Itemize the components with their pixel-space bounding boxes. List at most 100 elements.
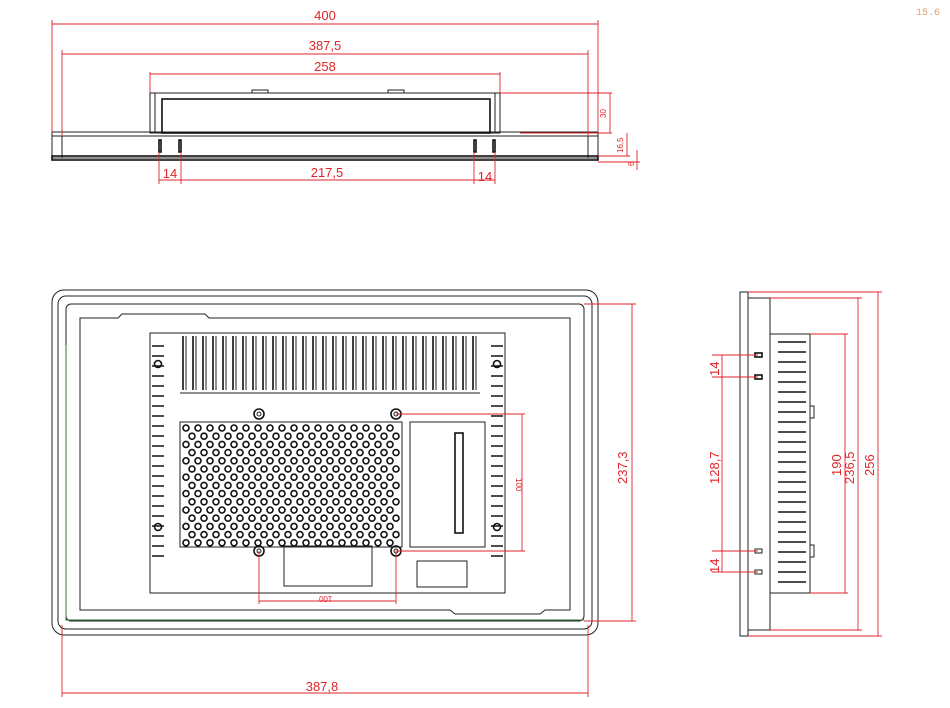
vent-hole xyxy=(242,424,250,432)
vent-hole xyxy=(248,514,256,523)
vent-hole xyxy=(320,448,328,457)
vent-hole xyxy=(338,456,346,465)
vent-hole xyxy=(212,514,220,523)
vent-hole xyxy=(362,506,370,514)
vent-hole xyxy=(320,497,328,506)
vent-hole xyxy=(272,481,280,490)
vent-hole xyxy=(386,538,394,547)
vent-hole xyxy=(332,514,340,523)
vent-hole xyxy=(188,497,196,506)
vent-hole xyxy=(194,440,202,449)
vent-hole xyxy=(248,448,256,457)
vent-hole xyxy=(242,440,250,449)
vent-hole xyxy=(194,506,202,514)
vent-hole xyxy=(320,432,328,441)
vent-hole xyxy=(386,440,394,449)
vent-hole xyxy=(278,489,286,498)
rear-view-panel xyxy=(79,313,571,615)
vent-hole xyxy=(344,481,352,490)
vent-hole xyxy=(386,456,394,465)
vent-hole xyxy=(260,465,268,473)
vent-hole xyxy=(314,440,322,449)
vent-hole xyxy=(266,538,274,547)
vent-hole xyxy=(200,432,208,441)
vent-hole xyxy=(212,465,220,473)
vent-hole xyxy=(206,538,214,547)
vent-hole xyxy=(254,456,262,465)
vent-hole xyxy=(284,432,292,441)
vent-hole xyxy=(284,465,292,473)
rear-view-vent-area xyxy=(179,421,403,548)
vent-hole xyxy=(278,506,286,514)
dim-height-overall-side: 256 xyxy=(862,454,877,476)
vent-hole xyxy=(386,522,394,531)
vent-hole xyxy=(218,456,226,465)
vent-hole xyxy=(254,424,262,432)
vent-hole xyxy=(386,473,394,482)
vent-hole xyxy=(254,506,262,514)
vent-hole xyxy=(182,456,190,465)
screw-icon xyxy=(153,359,163,369)
vent-hole xyxy=(356,530,364,539)
vent-hole xyxy=(182,522,190,531)
vent-hole xyxy=(296,530,304,539)
vent-hole xyxy=(374,456,382,465)
top-view-slot xyxy=(158,139,162,153)
vent-hole xyxy=(344,465,352,473)
vent-hole xyxy=(206,489,214,498)
vent-hole xyxy=(242,456,250,465)
vent-hole xyxy=(206,506,214,514)
vent-hole xyxy=(314,522,322,531)
vent-hole xyxy=(218,506,226,514)
dim-height-housing: 30 xyxy=(599,109,608,118)
rear-view-top-fins xyxy=(180,336,480,394)
dim-mount-spacing: 217,5 xyxy=(311,165,344,180)
vent-hole xyxy=(242,522,250,531)
vent-hole xyxy=(248,497,256,506)
vent-hole xyxy=(392,448,400,457)
vent-hole xyxy=(392,465,400,473)
vent-hole xyxy=(206,424,214,432)
dim-width-bottom: 387,8 xyxy=(306,679,339,694)
side-view-fins xyxy=(778,341,806,583)
vent-hole xyxy=(296,465,304,473)
vent-hole xyxy=(272,448,280,457)
vent-hole xyxy=(320,481,328,490)
vent-hole xyxy=(230,424,238,432)
vent-hole xyxy=(236,530,244,539)
vent-hole xyxy=(350,522,358,531)
vent-hole xyxy=(380,465,388,473)
rear-view-port xyxy=(416,560,468,588)
vent-hole xyxy=(194,424,202,432)
side-view-glass xyxy=(739,291,749,637)
vent-hole xyxy=(290,440,298,449)
screw-icon xyxy=(153,522,163,532)
dim-height-bezel: 16,5 xyxy=(616,137,625,153)
vent-hole xyxy=(260,530,268,539)
side-view: 14 128,7 14 190 236,5 256 xyxy=(707,291,882,637)
vent-hole xyxy=(290,489,298,498)
vent-hole xyxy=(362,473,370,482)
vent-hole xyxy=(374,424,382,432)
vesa-screw-icon xyxy=(253,408,265,420)
vent-hole xyxy=(218,424,226,432)
vent-hole xyxy=(182,424,190,432)
vent-hole xyxy=(386,506,394,514)
vent-hole xyxy=(386,489,394,498)
vent-hole xyxy=(326,456,334,465)
vent-hole xyxy=(290,456,298,465)
vent-hole xyxy=(224,465,232,473)
vent-hole xyxy=(212,432,220,441)
side-view-bezel xyxy=(747,297,771,631)
vent-hole xyxy=(290,473,298,482)
dim-slot-top: 14 xyxy=(707,362,722,376)
vent-hole xyxy=(218,473,226,482)
vent-hole xyxy=(188,465,196,473)
vent-hole xyxy=(194,473,202,482)
vent-hole xyxy=(284,514,292,523)
vent-hole xyxy=(260,432,268,441)
vent-hole xyxy=(302,424,310,432)
vent-hole xyxy=(350,538,358,547)
vent-hole xyxy=(392,481,400,490)
